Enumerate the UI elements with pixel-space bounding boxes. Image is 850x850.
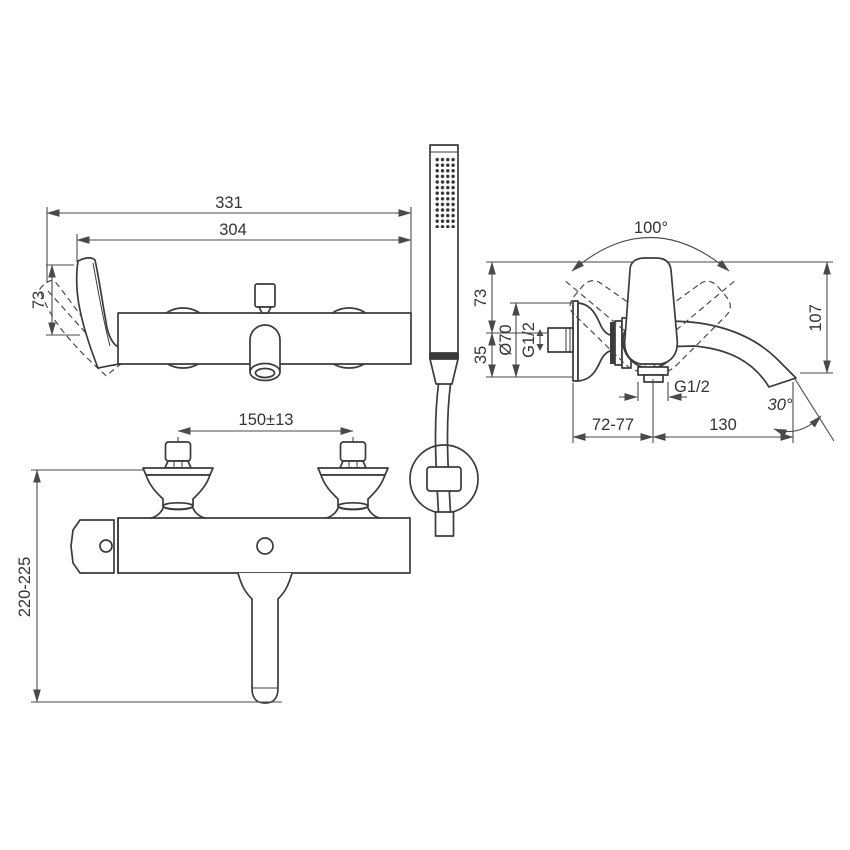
spout-opening	[254, 367, 276, 379]
side-dim-outlet-thread: G1/2	[619, 378, 710, 401]
dim-label-dia70: Ø70	[497, 324, 515, 355]
handle-edge-line	[92, 262, 111, 347]
hand-shower	[409, 144, 479, 537]
side-view: 100° 73 35 Ø70 G1/2 10	[472, 219, 835, 443]
dim-label-107: 107	[807, 304, 825, 332]
spout-plan	[237, 572, 293, 704]
front-dim-handle-height: 73	[30, 264, 80, 336]
dim-label-130: 130	[709, 416, 737, 434]
mixer-body-plan	[117, 517, 411, 574]
spray-nozzle-grid	[433, 156, 455, 228]
side-dim-handle-swing: 100°	[571, 219, 730, 272]
dim-label-73-front: 73	[30, 291, 48, 309]
plan-dim-overall-depth: 220-225	[16, 469, 282, 703]
mixer-handle	[75, 257, 121, 369]
diverter-hole	[256, 537, 274, 555]
dim-label-35: 35	[472, 346, 490, 364]
right-s-union	[317, 441, 389, 519]
shower-nut	[429, 353, 459, 359]
dim-label-73-side: 73	[472, 289, 490, 307]
side-dim-inlet-thread: G1/2	[520, 322, 544, 358]
escutcheon-bell	[577, 302, 614, 382]
dim-label-g12-outlet: G1/2	[674, 378, 710, 396]
front-dim-overall-width: 331	[46, 194, 412, 313]
front-dim-body-width: 304	[76, 221, 412, 262]
hose-left-edge	[434, 383, 440, 513]
side-dim-spout-height: 107	[800, 261, 833, 374]
tub-spout	[654, 320, 797, 388]
handle-alternate-position	[36, 266, 127, 386]
side-dim-below-inlet: 35	[472, 332, 573, 378]
bracket-clamp	[426, 466, 462, 492]
inlet-nipple	[547, 327, 574, 353]
front-view: 331 304 73	[30, 194, 412, 386]
hose-right-edge	[446, 383, 452, 513]
side-dim-escutcheon-diameter: Ø70	[497, 302, 573, 378]
dim-label-150: 150±13	[239, 411, 294, 429]
dim-label-100deg: 100°	[634, 219, 668, 237]
side-dim-above-inlet: 73	[472, 261, 548, 334]
hose-end-fitting	[434, 511, 455, 537]
cartridge-ring-dark	[610, 322, 615, 364]
mixer-handle-side	[623, 257, 679, 365]
side-dim-spout-angle: 30°	[768, 378, 835, 442]
plan-view: 150±13 220-225	[16, 411, 411, 704]
side-dim-wall-to-outlet: 72-77	[572, 379, 654, 443]
body-end-cap	[70, 519, 115, 574]
dim-label-304: 304	[219, 221, 247, 239]
dim-label-220-225: 220-225	[16, 557, 34, 618]
dim-label-30deg: 30°	[768, 396, 793, 414]
left-s-union	[142, 441, 214, 519]
plan-dim-inlet-centres: 150±13	[177, 411, 354, 442]
dim-label-331: 331	[215, 194, 243, 212]
diverter-knob	[254, 283, 276, 314]
dim-label-g12-inlet: G1/2	[520, 322, 538, 358]
spout-front	[249, 324, 281, 382]
dim-label-72-77: 72-77	[592, 416, 634, 434]
end-cap-hole	[99, 539, 113, 553]
hose-cone	[429, 358, 459, 385]
